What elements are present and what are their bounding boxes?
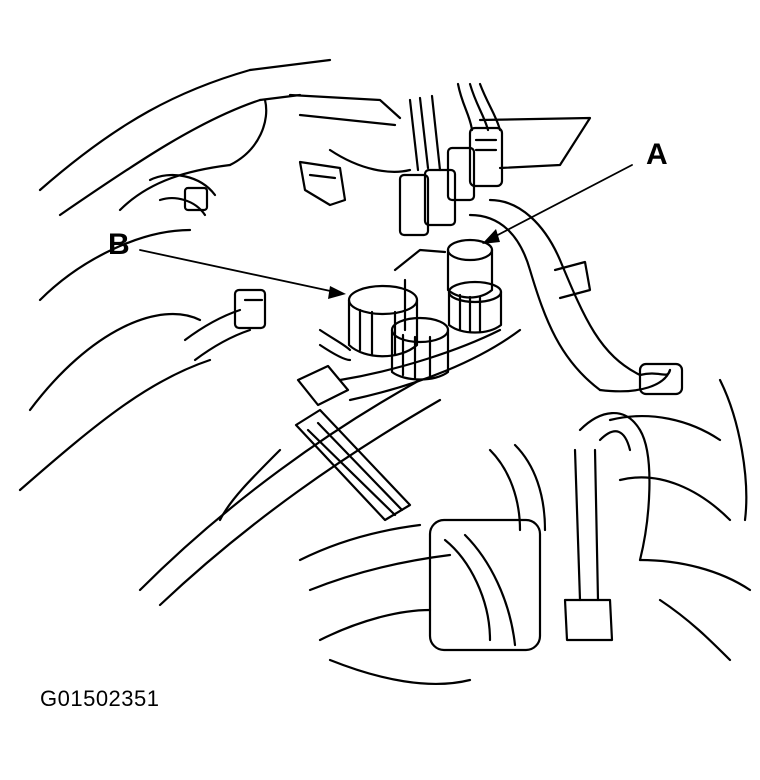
left-bracket <box>148 160 347 217</box>
top-connectors <box>398 126 504 237</box>
figure-identifier: G01502351 <box>40 686 160 711</box>
wiring-bundle <box>408 82 502 172</box>
solenoid-valve-b <box>318 284 450 381</box>
leader-arrowhead-b <box>328 286 346 299</box>
left-hose-clamp <box>183 288 267 362</box>
valve-mount-bracket <box>338 248 522 402</box>
vacuum-hose <box>468 198 684 396</box>
top-bracket-plate <box>288 93 592 173</box>
callout-label-b: B <box>108 228 130 261</box>
leader-line-a <box>491 164 633 239</box>
upper-left-body <box>18 58 332 492</box>
callout-label-a: A <box>646 138 668 171</box>
leader-arrowhead-a <box>482 229 500 244</box>
diagonal-harness <box>138 378 442 607</box>
leader-line-b <box>139 249 336 293</box>
solenoid-valve-a <box>446 238 503 334</box>
harness-connector <box>218 364 412 522</box>
callout-leaders <box>139 164 633 299</box>
lower-engine-block <box>298 443 547 685</box>
right-side-pipes <box>563 378 752 662</box>
